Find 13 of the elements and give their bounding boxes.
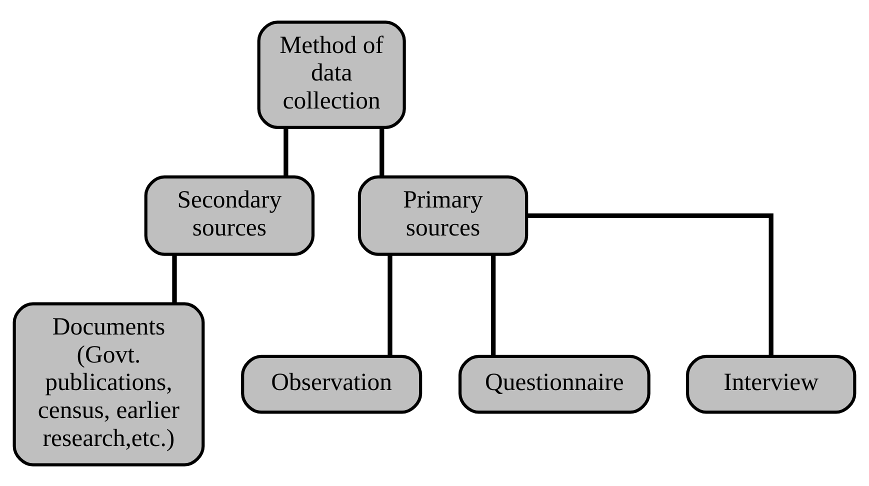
connector (284, 127, 288, 176)
connector (172, 254, 177, 304)
node-box: Method of data collection (257, 20, 406, 128)
connector (526, 212, 774, 356)
node-box: Questionnaire (458, 354, 650, 414)
node-box: Secondary sources (144, 174, 315, 256)
connector (388, 254, 392, 356)
connector (490, 254, 496, 356)
node-box: Primary sources (358, 174, 528, 256)
connector (380, 127, 384, 176)
node-box: Documents (Govt. publications, census, earlier research,etc.) (12, 302, 205, 466)
node-box: Interview (686, 354, 856, 414)
node-box: Observation (241, 354, 422, 414)
